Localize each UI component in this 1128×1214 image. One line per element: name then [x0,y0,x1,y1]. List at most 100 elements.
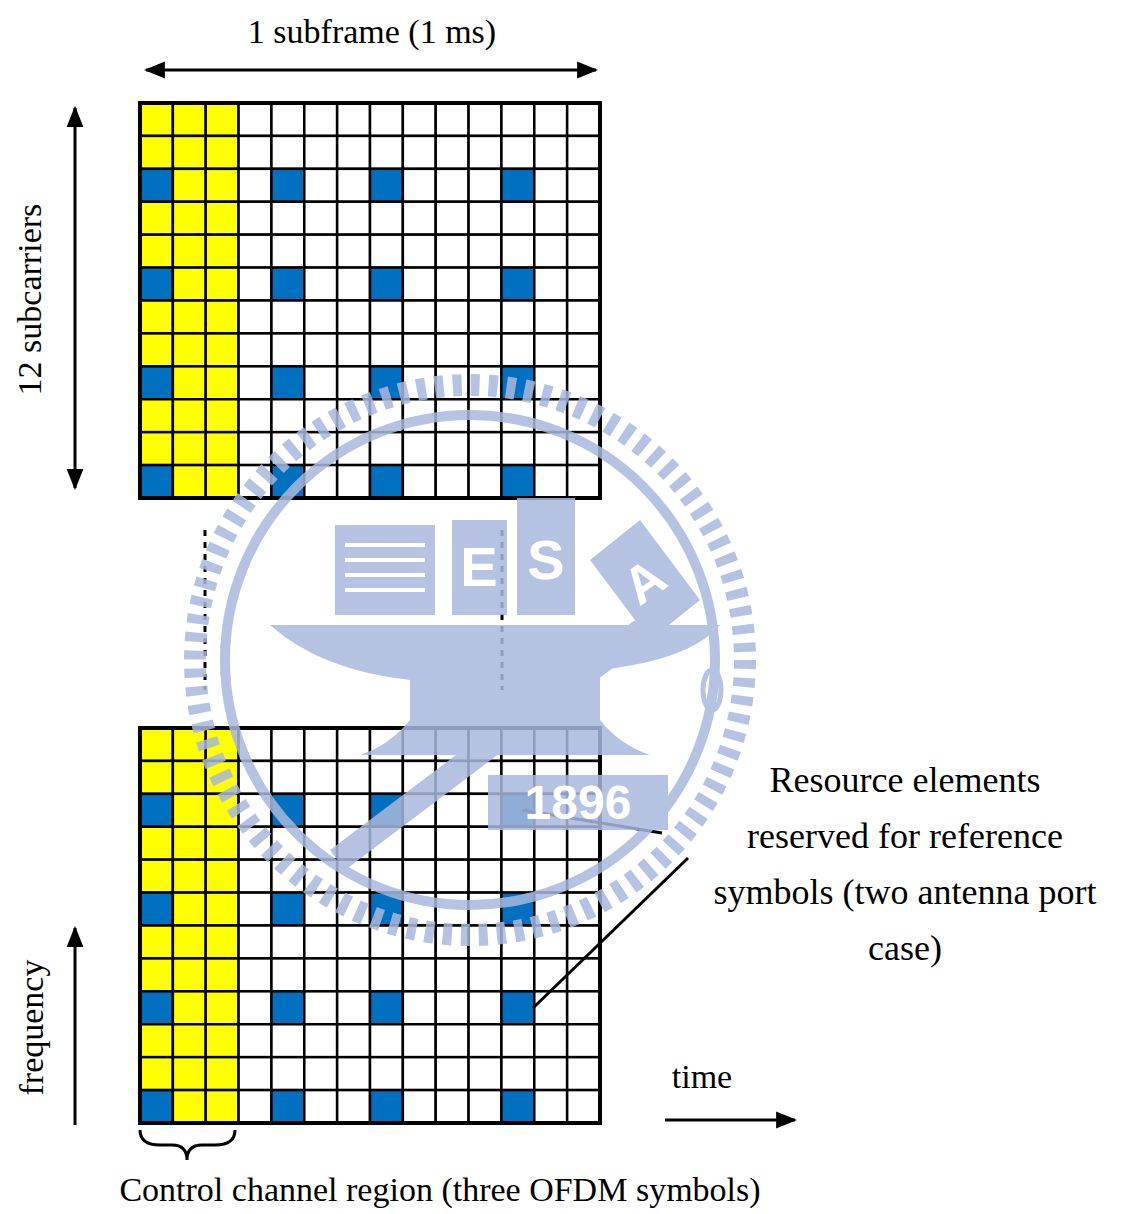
resource-element [173,169,206,202]
resource-element [370,1057,403,1090]
resource-element [304,169,337,202]
watermark-letter: E [460,535,497,599]
resource-element [534,465,567,498]
resource-element [403,991,436,1024]
resource-element [370,1024,403,1057]
resource-element [501,827,534,860]
resource-element [370,958,403,991]
resource-element [469,1057,502,1090]
resource-element [469,958,502,991]
resource-element [140,366,173,399]
resource-element [173,958,206,991]
resource-element [206,958,239,991]
resource-element [403,301,436,334]
resource-element [140,169,173,202]
resource-element [337,1024,370,1057]
resource-element [469,136,502,169]
resource-element [403,235,436,268]
resource-element [271,958,304,991]
resource-element [140,136,173,169]
resource-element [173,794,206,827]
resource-element [567,333,600,366]
resource-element [271,991,304,1024]
resource-element [567,991,600,1024]
resource-element [534,827,567,860]
subframe-arrow [146,69,596,72]
resource-element [501,432,534,465]
resource-element [567,958,600,991]
resource-element [271,926,304,959]
resource-element [567,926,600,959]
resource-element [370,136,403,169]
resource-element [271,268,304,301]
resource-element [567,301,600,334]
resource-element [403,1057,436,1090]
resource-element [239,268,272,301]
resource-element [337,1057,370,1090]
resource-element [436,860,469,893]
region-label: Control channel region (three OFDM symbo… [119,1170,760,1209]
resource-element [271,169,304,202]
resource-element [370,169,403,202]
resource-element [304,268,337,301]
resource-element [173,432,206,465]
resource-element [239,366,272,399]
resource-element [173,399,206,432]
resource-element [436,103,469,136]
watermark-book [335,525,435,615]
resource-element [304,136,337,169]
resource-element [370,1090,403,1123]
resource-element [370,465,403,498]
resource-element [271,333,304,366]
watermark-block [452,520,507,615]
resource-element [304,333,337,366]
resource-element [436,268,469,301]
resource-element [436,432,469,465]
resource-element [173,366,206,399]
resource-element [206,169,239,202]
resource-element [534,1024,567,1057]
resource-element [173,991,206,1024]
watermark-hammer [330,620,650,870]
resource-element [469,202,502,235]
resource-element [206,1090,239,1123]
resource-element [436,1090,469,1123]
resource-element [239,1090,272,1123]
resource-element [501,169,534,202]
resource-element [206,268,239,301]
resource-element [173,860,206,893]
resource-element [534,1090,567,1123]
resource-element [140,958,173,991]
resource-element [501,333,534,366]
resource-element [370,991,403,1024]
resource-element [304,991,337,1024]
resource-element [304,103,337,136]
resource-element [271,202,304,235]
resource-element [403,169,436,202]
resource-element [501,1057,534,1090]
resource-element [140,761,173,794]
resource-element [140,794,173,827]
resource-element [567,169,600,202]
resource-element [140,926,173,959]
resource-element [206,1024,239,1057]
resource-element [501,136,534,169]
resource-element [403,268,436,301]
resource-element [239,136,272,169]
resource-element [271,893,304,926]
resource-element [337,235,370,268]
resource-element [436,1057,469,1090]
watermark-year-plate [488,775,668,830]
resource-element [239,301,272,334]
resource-element [567,1090,600,1123]
resource-element [271,399,304,432]
resource-element [370,268,403,301]
resource-element [370,301,403,334]
resource-element [239,860,272,893]
resource-element [304,794,337,827]
resource-element [239,958,272,991]
resource-element [304,366,337,399]
resource-element [140,893,173,926]
resource-element [534,301,567,334]
resource-element [534,169,567,202]
